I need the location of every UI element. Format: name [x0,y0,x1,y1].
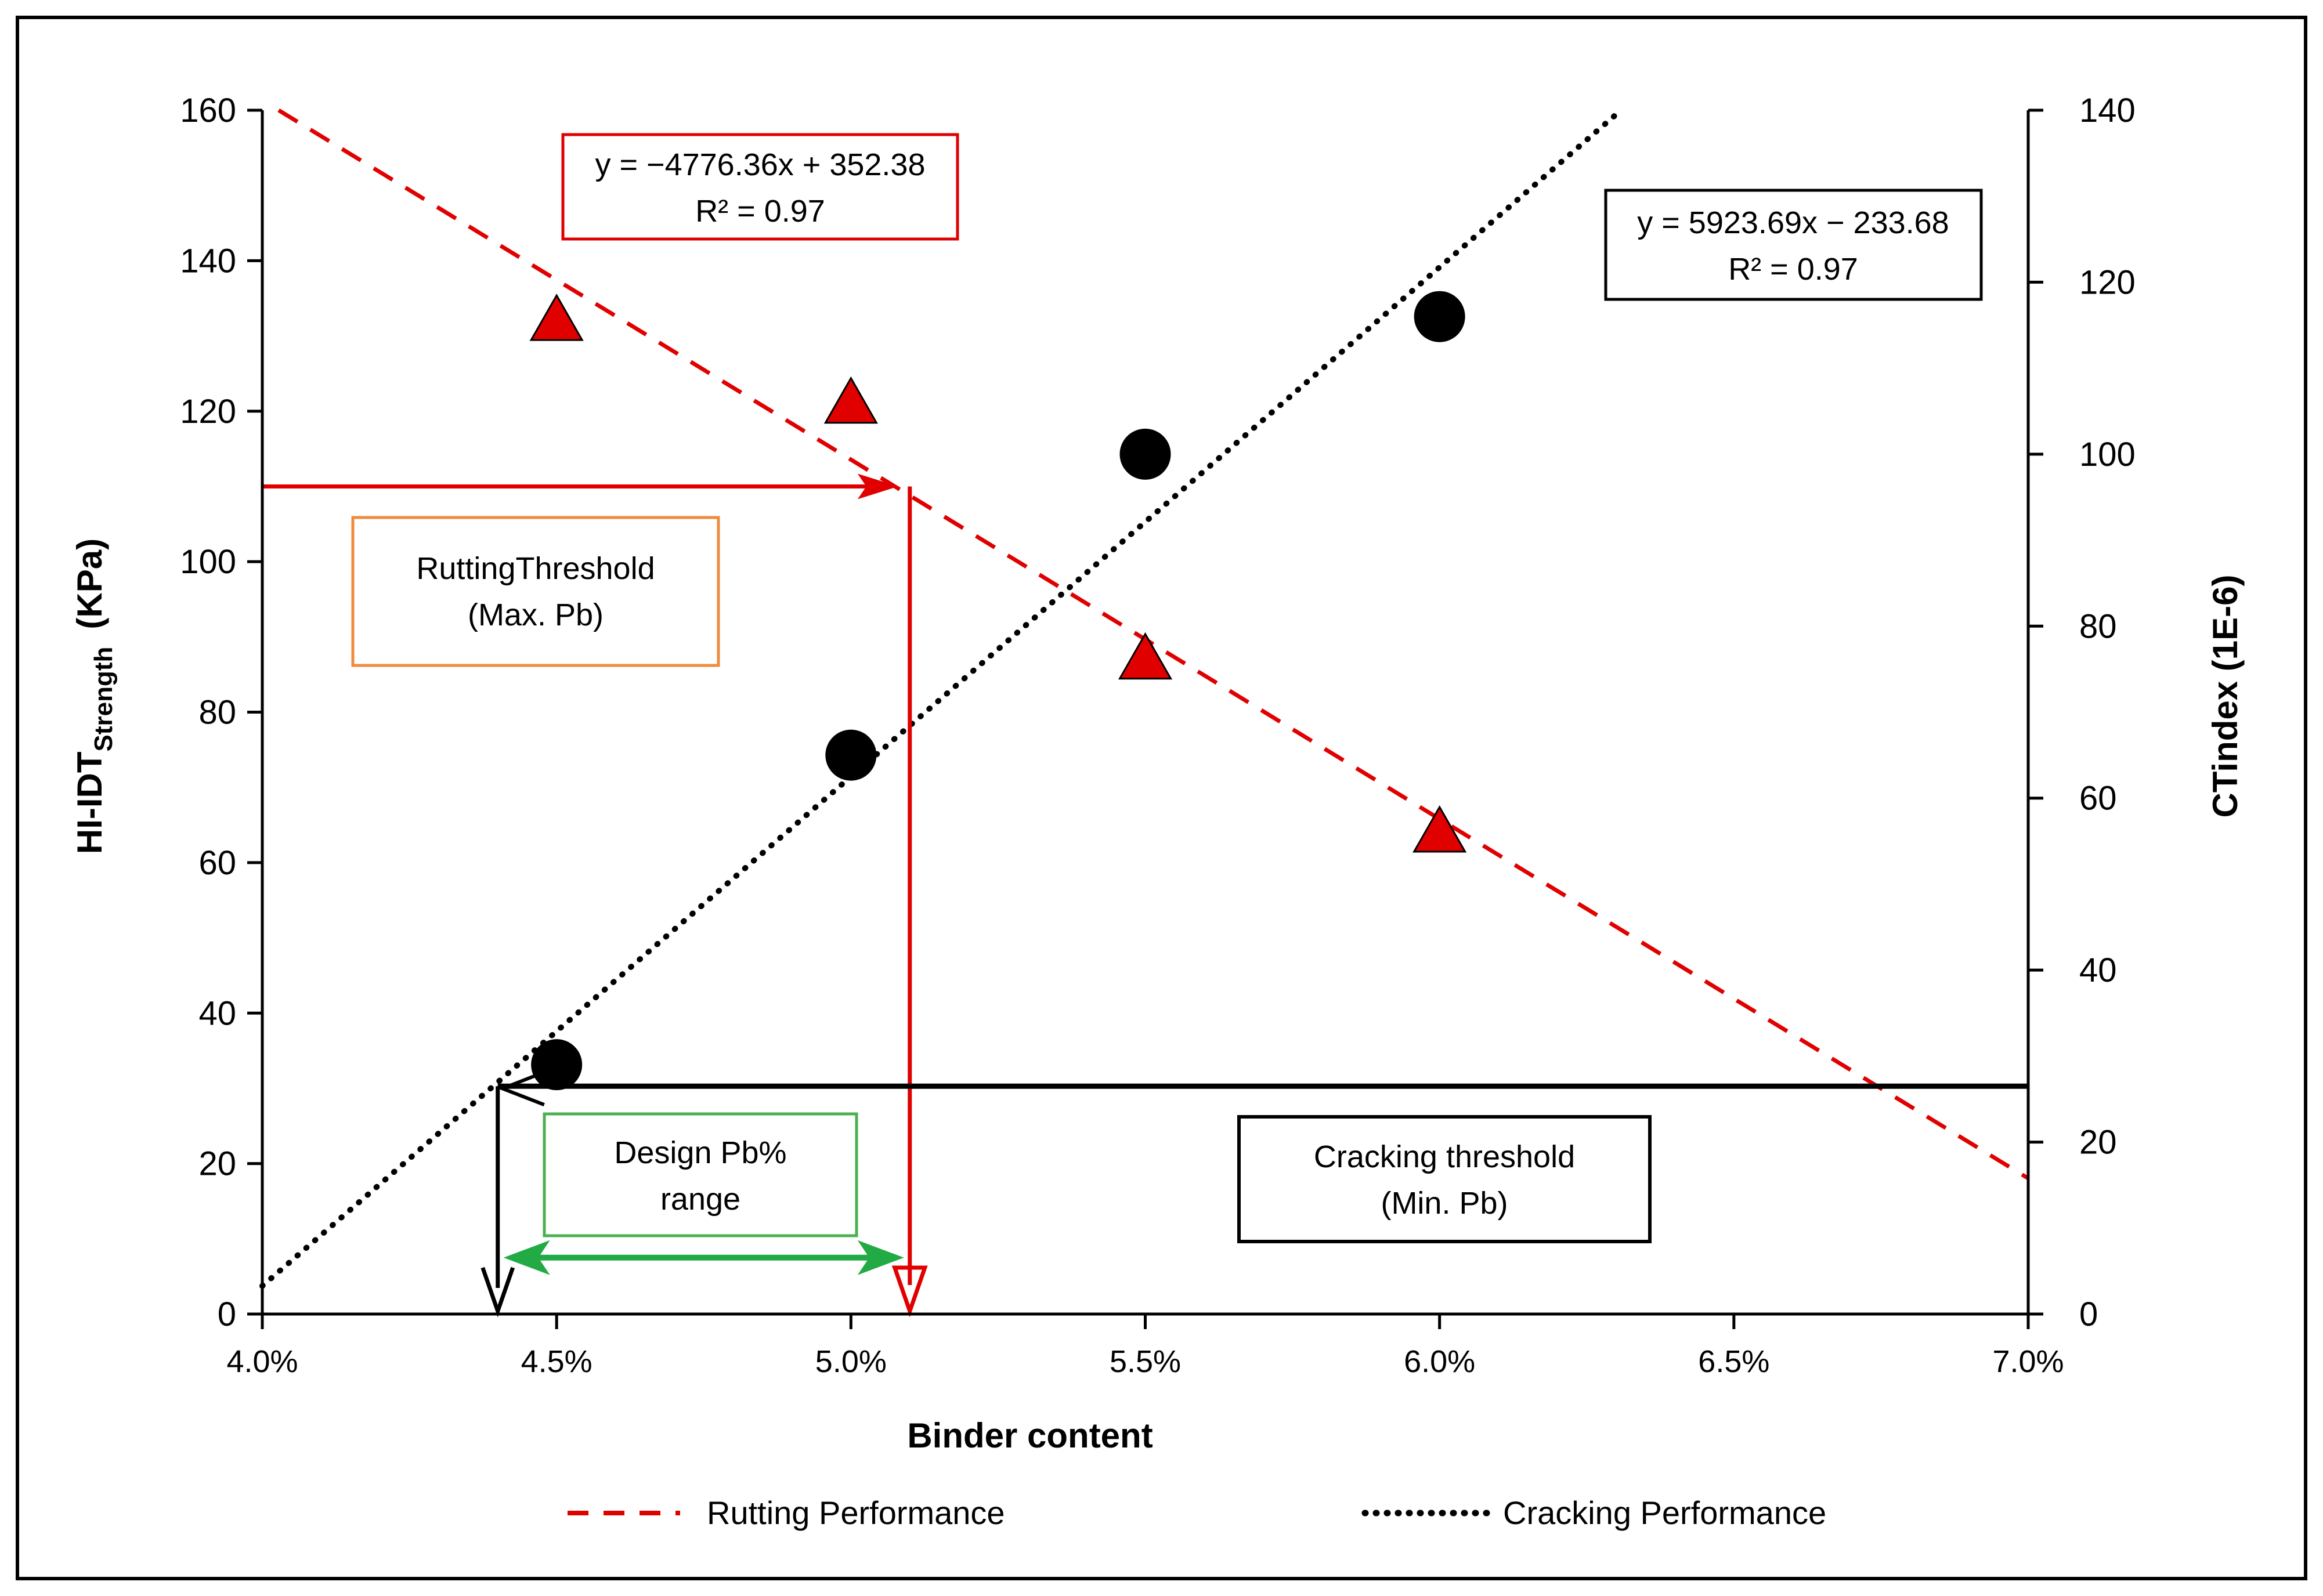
y-tick-label: 0 [218,1295,236,1333]
cracking-point [1119,428,1171,480]
legend: Rutting Performance Cracking Performance [568,1494,1826,1531]
rutting-threshold-sublabel: (Max. Pb) [468,598,604,632]
cracking-threshold-sublabel: (Min. Pb) [1381,1186,1508,1221]
crack-equation: y = 5923.69x − 233.68 [1637,205,1949,240]
y-tick-label: 60 [198,844,236,882]
rutting-point [1412,805,1467,853]
rutting-threshold-arrowhead-right [857,473,898,500]
legend-rutting-label: Rutting Performance [707,1494,1005,1531]
y-tick-label: 40 [198,994,236,1032]
y-tick-label: 160 [180,92,236,129]
crack-equation-box: y = 5923.69x − 233.68 R² = 0.97 [1604,189,1983,301]
y-tick-label: 80 [198,694,236,732]
cracking-point [1414,291,1465,342]
cracking-threshold-box: Cracking threshold (Min. Pb) [1237,1115,1652,1243]
y-tick-label: 100 [180,543,236,581]
y-axis-title: HI-IDTStrength (KPa) [70,538,118,854]
rutting-threshold-label: RuttingThreshold [416,551,655,586]
rutting-point [529,294,584,341]
rutting-threshold-arrowhead-down [891,1265,928,1318]
design-range-arrowhead-left [503,1240,550,1275]
y2-tick-label: 80 [2079,607,2117,645]
figure-frame [16,16,2307,1580]
rutting-trendline [277,108,2029,1181]
x-axis-title: Binder content [907,1416,1153,1455]
design-range-box: Design Pb% range [543,1112,858,1237]
rutting-point [823,376,878,424]
y-tick-label: 140 [180,242,236,280]
y-tick-label: 120 [180,393,236,430]
x-tick-label: 6.5% [1698,1344,1769,1379]
design-range-arrowhead-right [857,1240,904,1275]
data-markers [529,291,1467,1091]
y-axis-title-main: HI-IDT [70,751,109,854]
y2-tick-label: 20 [2079,1124,2117,1161]
y2-tick-label: 60 [2079,780,2117,817]
y-axis-title-unit: (KPa) [70,538,109,629]
y-axis-title-sub: Strength [89,647,118,752]
y2-tick-label: 40 [2079,951,2117,989]
y2-tick-label: 120 [2079,263,2136,301]
axes: 0 20 40 60 80 100 120 140 160 0 20 40 60 80 100 120 140 4… [180,92,2136,1379]
x-tick-label: 6.0% [1404,1344,1475,1379]
rut-equation-box: y = −4776.36x + 352.38 R² = 0.97 [561,133,959,241]
cracking-point [825,729,877,781]
cracking-threshold-label: Cracking threshold [1314,1139,1575,1174]
y2-axis-title: CTindex (1E-6) [2206,575,2245,818]
cracking-trendline [259,107,1624,1289]
cracking-threshold-arrowhead-down [481,1266,515,1318]
legend-cracking-label: Cracking Performance [1503,1494,1826,1531]
y2-tick-label: 0 [2079,1295,2098,1333]
trend-lines [259,107,2029,1289]
design-range-sublabel: range [660,1182,740,1217]
threshold-guides [262,473,2028,1318]
y2-tick-label: 140 [2079,92,2136,129]
x-tick-label: 4.0% [226,1344,298,1379]
y-tick-label: 20 [198,1145,236,1183]
cracking-point [531,1039,583,1091]
rutting-threshold-box: RuttingThreshold (Max. Pb) [351,516,720,667]
rut-r2: R² = 0.97 [695,194,825,229]
design-range-label: Design Pb% [614,1135,786,1170]
y2-tick-label: 100 [2079,436,2136,473]
crack-r2: R² = 0.97 [1728,252,1858,287]
x-tick-label: 5.0% [815,1344,887,1379]
rut-equation: y = −4776.36x + 352.38 [595,147,926,182]
cracking-threshold-arrowhead-left [497,1070,545,1107]
x-tick-label: 5.5% [1110,1344,1181,1379]
rutting-point [1118,632,1173,680]
x-tick-label: 7.0% [1992,1344,2064,1379]
x-tick-label: 4.5% [521,1344,593,1379]
